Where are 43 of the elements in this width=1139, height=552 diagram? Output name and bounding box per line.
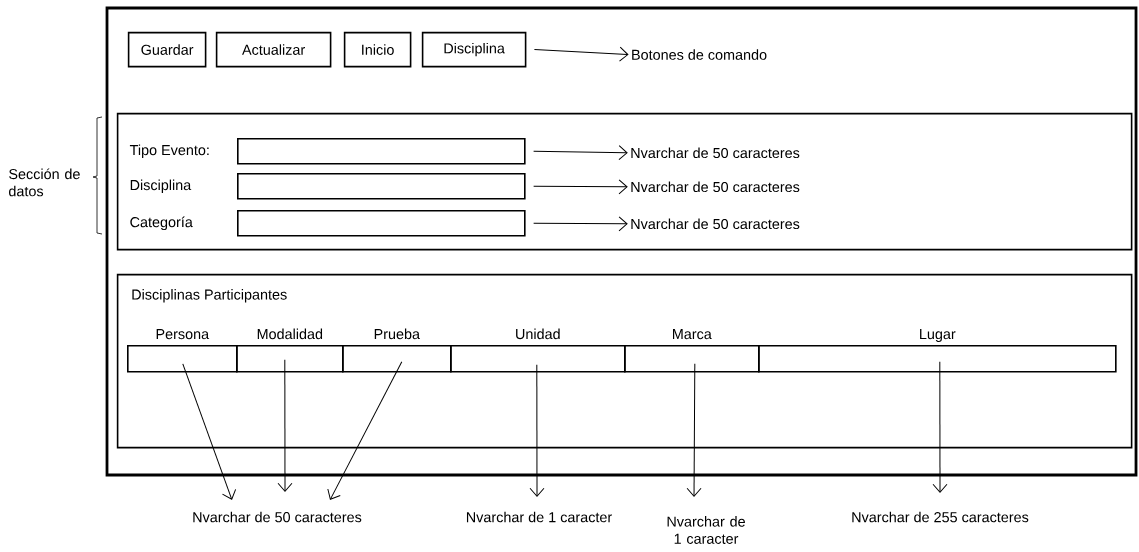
annotation-text: Nvarchar de 50 caracteres	[631, 181, 800, 193]
table-cell	[236, 345, 344, 373]
button: Actualizar	[215, 31, 332, 68]
column-header: Unidad	[516, 328, 560, 340]
arrow	[533, 46, 629, 62]
annotation-text: Nvarchar de 50 caracteres	[631, 218, 800, 230]
annotation-text: Botones de comando	[632, 49, 767, 60]
column-header: Prueba	[374, 328, 420, 340]
column-header: Persona	[156, 329, 210, 340]
arrow	[182, 363, 237, 500]
annotation-text: Nvarchar de 1 caracter	[667, 516, 745, 544]
table-cell	[450, 345, 626, 373]
table-cell	[624, 345, 760, 373]
frame-box	[105, 6, 1138, 477]
column-header: Modalidad	[257, 328, 323, 340]
field-label: Disciplina	[130, 179, 192, 193]
annotation-text: Nvarchar de 50 caracteres	[193, 511, 362, 523]
arrow	[529, 364, 545, 497]
arrow	[327, 361, 403, 500]
column-header: Lugar	[920, 329, 956, 342]
button: Guardar	[127, 31, 207, 68]
column-header: Marca	[673, 329, 712, 340]
panel	[116, 112, 1133, 251]
arrow	[277, 359, 293, 492]
annotation-text: Nvarchar de 1 caracter	[466, 511, 612, 523]
button: Inicio	[343, 31, 412, 68]
arrow	[686, 363, 702, 497]
field-label: Categoría	[130, 216, 193, 231]
section-label: Sección de datos	[9, 168, 80, 197]
arrow	[533, 216, 628, 232]
table-cell	[342, 345, 452, 373]
table-cell	[127, 345, 238, 373]
input-field	[237, 173, 526, 200]
annotation-text: Nvarchar de 255 caracteres	[852, 511, 1029, 523]
table-cell	[758, 345, 1117, 373]
field-label: Tipo Evento:	[129, 144, 209, 158]
input-field	[237, 138, 526, 165]
button: Disciplina	[421, 31, 527, 68]
arrow	[533, 145, 628, 161]
input-field	[237, 210, 526, 237]
arrow	[932, 361, 948, 493]
arrow	[533, 179, 628, 195]
annotation-text: Nvarchar de 50 caracteres	[631, 147, 800, 159]
